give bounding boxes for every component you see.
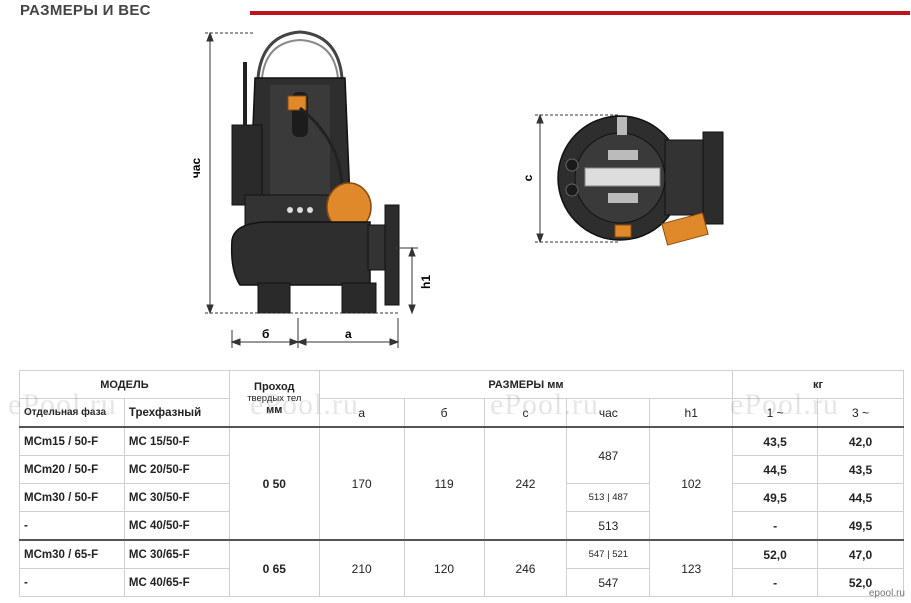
header-passage-unit: мм xyxy=(266,404,283,416)
site-logo: epool.ru xyxy=(868,588,905,599)
cell-w1: 44,5 xyxy=(732,455,819,484)
cell-a: 170 xyxy=(318,426,405,541)
dim-label-h: час xyxy=(189,158,203,179)
cell-three: MC 20/50-F xyxy=(123,455,230,484)
cell-w3: 47,0 xyxy=(817,539,904,569)
header-single-phase: Отдельная фаза xyxy=(19,398,125,428)
cell-h1: 102 xyxy=(649,426,734,541)
cell-passage: 0 65 xyxy=(228,539,320,597)
header-three-phase: Трехфазный xyxy=(123,398,230,428)
header-c: с xyxy=(483,398,568,428)
table-row: MCm30 / 65-F MC 30/65-F 0 65 210 120 246… xyxy=(19,539,904,597)
dim-label-c: с xyxy=(521,174,535,181)
table-row: MCm15 / 50-F MC 15/50-F 0 50 170 119 242… xyxy=(19,426,904,541)
cell-w3: 52,0 xyxy=(817,568,904,597)
cell-h: 513 | 487 xyxy=(566,483,651,512)
spec-table: МОДЕЛЬ Проход твердых тел мм РАЗМЕРЫ мм … xyxy=(19,370,904,597)
cell-single: MCm30 / 50-F xyxy=(19,483,125,512)
cell-w1: - xyxy=(732,511,819,541)
cell-a: 210 xyxy=(318,539,405,597)
table-row: - MC 40/50-F 513 - 49,5 xyxy=(19,511,904,541)
header-w3: 3 ~ xyxy=(817,398,904,428)
cell-h: 487 xyxy=(566,426,651,484)
cell-passage: 0 50 xyxy=(228,426,320,541)
pump-drawing: час б а h1 с xyxy=(189,30,724,348)
cell-three: MC 40/65-F xyxy=(123,568,230,597)
header-weight: кг xyxy=(732,370,904,399)
header-dims: РАЗМЕРЫ мм xyxy=(318,370,734,399)
pump-top-view xyxy=(557,115,724,246)
header-model: МОДЕЛЬ xyxy=(19,370,230,399)
side-dimensions xyxy=(205,31,418,348)
cell-single: MCm20 / 50-F xyxy=(19,455,125,484)
cell-w1: 49,5 xyxy=(732,483,819,512)
header-b: б xyxy=(403,398,485,428)
cell-single: MCm30 / 65-F xyxy=(19,539,125,569)
top-dimensions xyxy=(535,113,620,244)
header-passage: Проход твердых тел мм xyxy=(228,370,320,428)
header-passage-label: Проход xyxy=(254,381,295,393)
cell-w3: 44,5 xyxy=(817,483,904,512)
cell-w1: - xyxy=(732,568,819,597)
cell-w3: 43,5 xyxy=(817,455,904,484)
header-w1: 1 ~ xyxy=(732,398,819,428)
cell-w3: 42,0 xyxy=(817,426,904,456)
title-underline xyxy=(250,11,910,15)
header-h: час xyxy=(566,398,651,428)
cell-b: 120 xyxy=(403,539,485,597)
cell-w1: 43,5 xyxy=(732,426,819,456)
cell-h: 513 xyxy=(566,511,651,541)
cell-single: - xyxy=(19,511,125,541)
cell-three: MC 30/65-F xyxy=(123,539,230,569)
table-row: MCm20 / 50-F MC 20/50-F 44,5 43,5 xyxy=(19,455,904,484)
cell-b: 119 xyxy=(403,426,485,541)
dim-label-h1: h1 xyxy=(419,275,433,289)
cell-single: - xyxy=(19,568,125,597)
cell-h: 547 xyxy=(566,568,651,597)
table-row: MCm30 / 50-F MC 30/50-F 513 | 487 49,5 4… xyxy=(19,483,904,512)
cell-three: MC 15/50-F xyxy=(123,426,230,456)
header-a: а xyxy=(318,398,405,428)
page-title: РАЗМЕРЫ И ВЕС xyxy=(20,2,151,19)
cell-three: MC 30/50-F xyxy=(123,483,230,512)
cell-c: 246 xyxy=(483,539,568,597)
cell-w1: 52,0 xyxy=(732,539,819,569)
table-row: - MC 40/65-F 547 - 52,0 xyxy=(19,568,904,597)
cell-h: 547 | 521 xyxy=(566,539,651,569)
header-h1: h1 xyxy=(649,398,734,428)
cell-three: MC 40/50-F xyxy=(123,511,230,541)
cell-c: 242 xyxy=(483,426,568,541)
cell-w3: 49,5 xyxy=(817,511,904,541)
header-passage-sub: твердых тел xyxy=(247,393,302,404)
cell-h1: 123 xyxy=(649,539,734,597)
pump-side-view xyxy=(230,30,400,314)
cell-single: MCm15 / 50-F xyxy=(19,426,125,456)
dim-label-a: а xyxy=(345,327,352,341)
dim-label-b: б xyxy=(262,327,269,341)
